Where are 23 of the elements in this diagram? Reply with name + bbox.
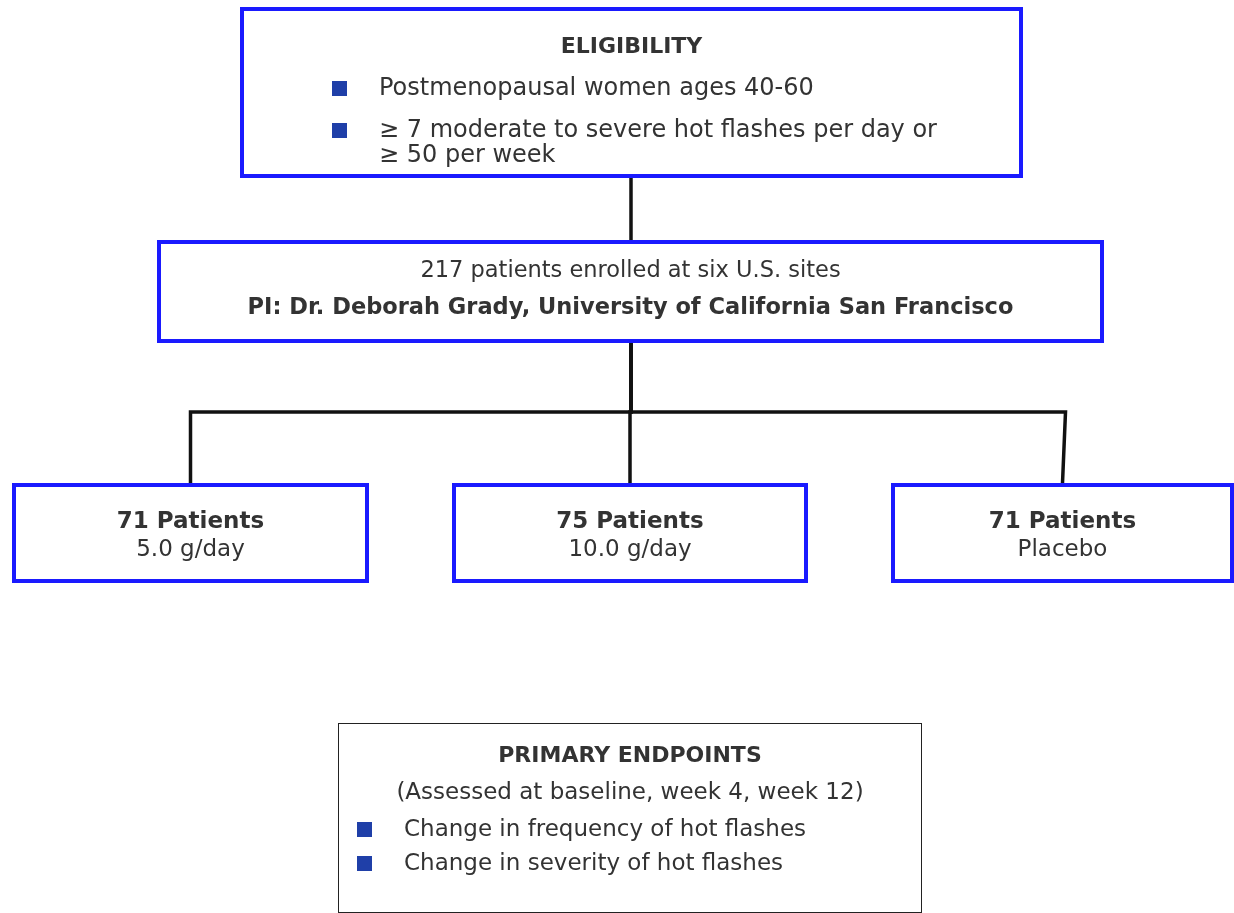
process-box (891, 483, 1234, 583)
criterion-text: ≥ 7 moderate to severe hot flashes per day or ≥ 50 per week (379, 116, 938, 167)
connector-line (629, 343, 1068, 484)
arm-heading: 75 Patients (555, 507, 705, 535)
connector-line (629, 178, 633, 240)
process-box (338, 723, 922, 913)
enrollment-text: 217 patients enrolled at six U.S. sites (419, 256, 842, 283)
criterion-text: Postmenopausal women ages 40-60 (379, 75, 815, 101)
heading: PRIMARY ENDPOINTS (497, 742, 763, 769)
endpoint-text: Change in frequency of hot flashes (404, 816, 808, 841)
note-text: (Assessed at baseline, week 4, week 12) (395, 778, 865, 806)
dose-text: Placebo (1016, 534, 1109, 563)
process-box (12, 483, 369, 583)
process-box (452, 483, 808, 583)
arm-heading: 71 Patients (115, 507, 266, 535)
process-box (157, 240, 1104, 343)
arm-heading: 71 Patients (987, 507, 1138, 535)
process-box (240, 7, 1023, 178)
dose-text: 10.0 g/day (567, 534, 693, 563)
heading: ELIGIBILITY (559, 33, 704, 60)
dose-text: 5.0 g/day (135, 534, 246, 563)
investigator-text: PI: Dr. Deborah Grady, University of California San Francisco (246, 293, 1015, 320)
endpoint-text: Change in severity of hot flashes (404, 850, 785, 875)
